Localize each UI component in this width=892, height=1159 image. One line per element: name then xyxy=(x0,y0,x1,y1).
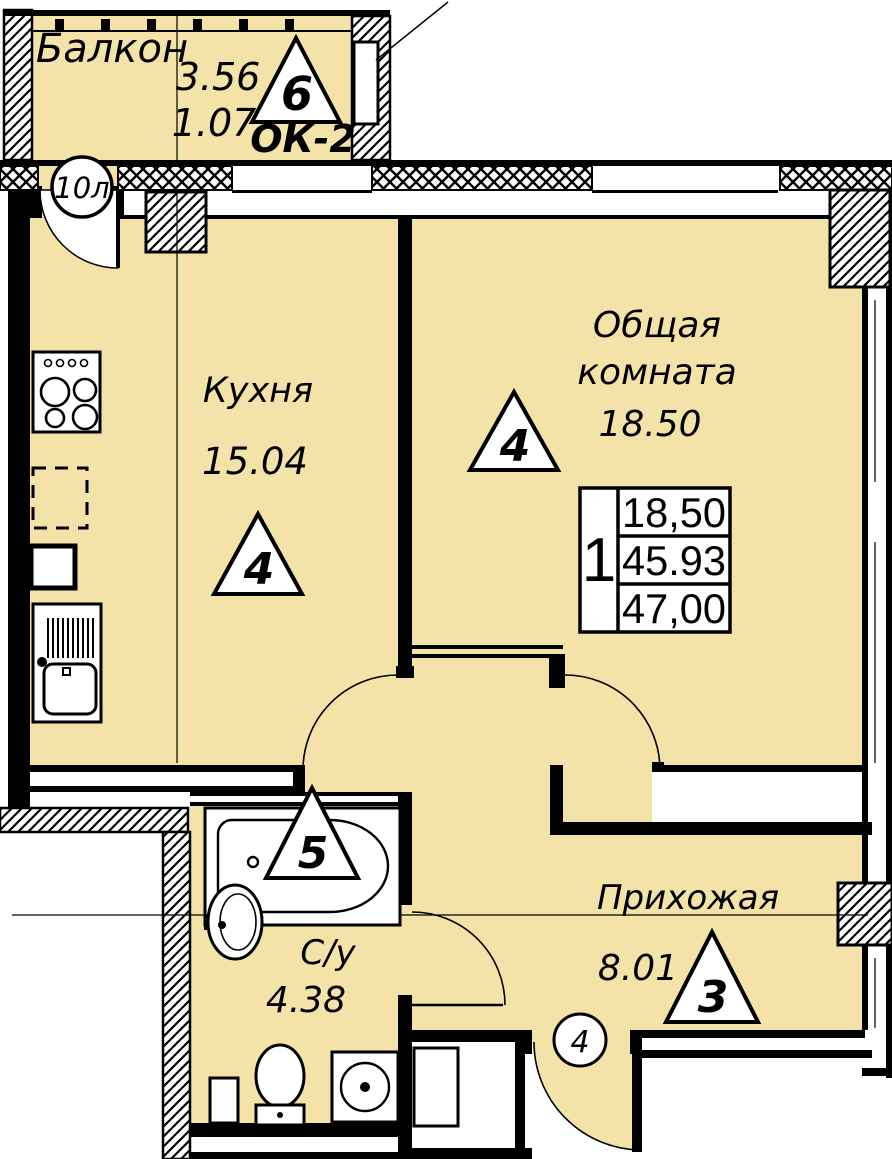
kitchen-sink xyxy=(31,602,103,724)
kitchen-marker-number: 4 xyxy=(243,544,275,595)
wall-cores xyxy=(30,166,865,1152)
kitchen-label: Кухня xyxy=(203,371,313,411)
living-marker-number: 4 xyxy=(499,421,531,472)
entry-door-mark: 4 xyxy=(570,1025,589,1060)
balcony-window-element xyxy=(352,40,380,126)
balcony-marker-number: 6 xyxy=(281,67,313,121)
kitchen-marker-triangle xyxy=(210,509,306,596)
kitchen-area: 15.04 xyxy=(202,440,308,483)
balcony-window-mark-label: ОК-2 xyxy=(250,117,356,161)
markers: 6 4 4 5 3 10л 4 xyxy=(50,33,762,1068)
rooms-count: 1 xyxy=(582,526,616,595)
bathtub-marker-number: 5 xyxy=(298,828,329,879)
hallway-area: 8.01 xyxy=(598,948,678,989)
wash-basin xyxy=(204,883,264,961)
balcony-label: Балкон xyxy=(36,26,188,72)
entry-niche xyxy=(412,1046,460,1128)
living-room-label-line1: Общая xyxy=(593,305,721,346)
usable-area-value: 45.93 xyxy=(622,537,726,584)
pier-top-right xyxy=(828,188,892,289)
living-area-value: 18,50 xyxy=(622,489,726,536)
toilet xyxy=(254,1043,306,1127)
hallway-marker-number: 3 xyxy=(698,972,729,1023)
reference-lines xyxy=(12,16,876,1028)
balcony-window-marker-triangle xyxy=(248,33,344,124)
balcony-door-mark: 10л xyxy=(54,171,109,205)
entry-door-swing xyxy=(533,1041,643,1151)
balcony-left-wall xyxy=(2,8,34,162)
bathtub-marker-triangle xyxy=(262,783,362,880)
neighbor-wall-vertical xyxy=(161,830,192,1159)
living-opening-arc xyxy=(564,674,661,771)
balcony-dim-b: 1.07 xyxy=(172,101,257,145)
kitchen-opening-arc xyxy=(302,674,399,771)
kitchen-cabinet xyxy=(28,543,78,591)
hallway-label: Прихожая xyxy=(597,878,779,918)
hallway-marker-triangle xyxy=(662,927,762,1024)
pier-kitchen xyxy=(144,190,208,254)
living-room-area: 18.50 xyxy=(598,404,701,445)
stove xyxy=(31,350,102,434)
apartment-summary-table: 1 18,50 45.93 47,00 xyxy=(578,486,732,634)
bathroom-label: С/у xyxy=(300,933,356,973)
total-area-value: 47,00 xyxy=(622,585,726,632)
washing-machine xyxy=(330,1050,400,1124)
entry-door-mark-circle xyxy=(552,1012,608,1068)
bathroom-door-swing xyxy=(411,911,506,1006)
kitchen-counter-dashed xyxy=(31,466,89,530)
living-marker-triangle xyxy=(466,387,562,472)
pier-hall-right xyxy=(836,881,892,947)
bathroom-area: 4.38 xyxy=(266,980,346,1021)
balcony-dim-a: 3.56 xyxy=(176,55,261,99)
pipe-chase xyxy=(208,1076,240,1125)
room-labels: Балкон 3.56 1.07 ОК-2 Кухня 15.04 Общая … xyxy=(36,26,779,1021)
balcony-door-mark-circle xyxy=(50,155,114,219)
window-leader-line xyxy=(375,1,449,61)
balcony-railing xyxy=(4,10,390,32)
walls xyxy=(0,160,892,1159)
neighbor-wall-horizontal xyxy=(0,806,190,834)
living-room-label-line2: комната xyxy=(577,352,737,393)
